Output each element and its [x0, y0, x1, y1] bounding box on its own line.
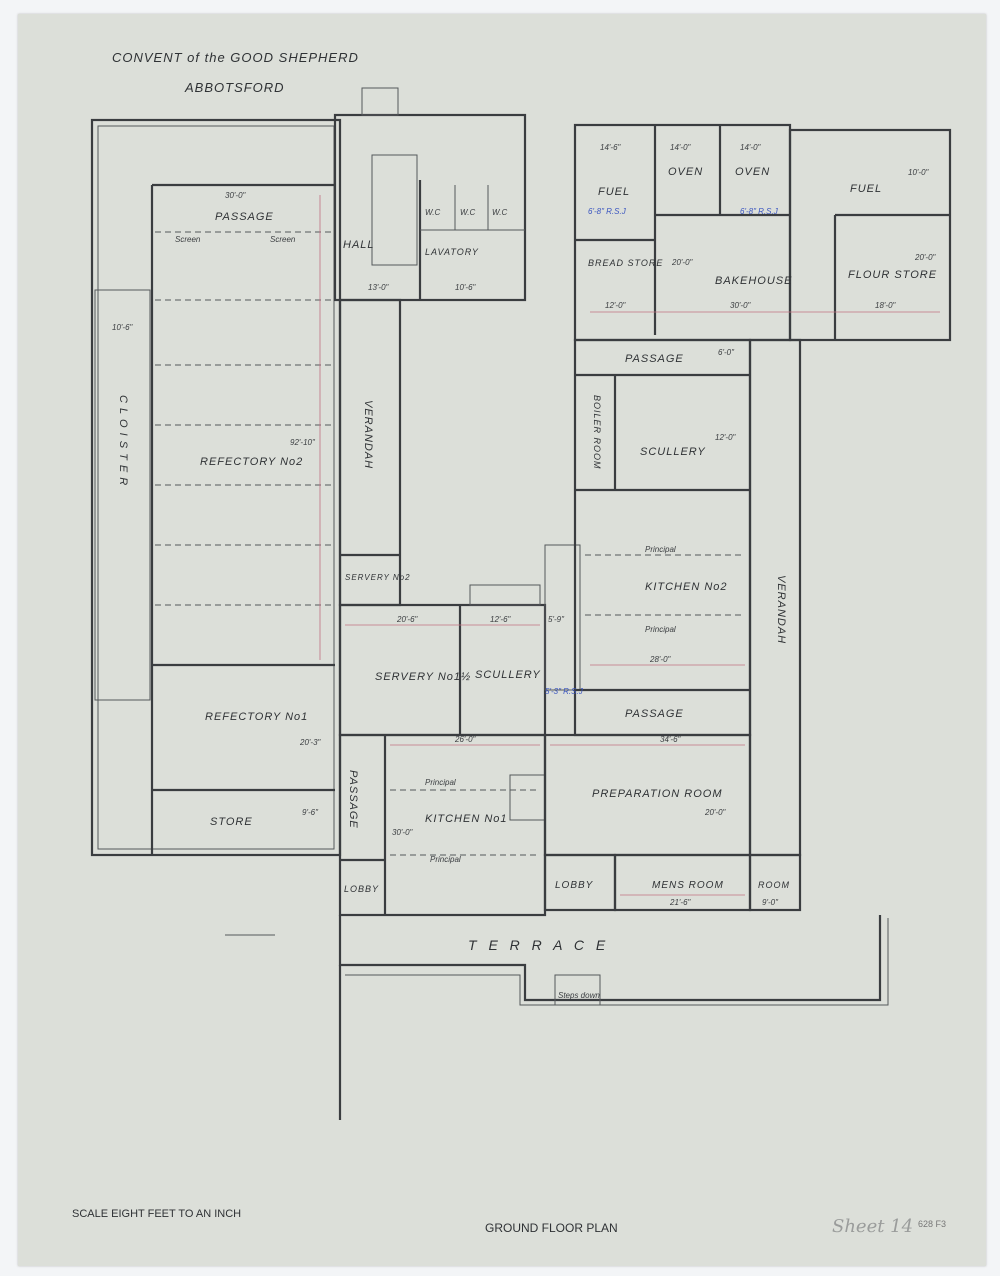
scale-note: SCALE EIGHT FEET TO AN INCH	[72, 1208, 241, 1220]
room-bread-store: BREAD STORE	[588, 258, 663, 268]
room-fuel-right: FUEL	[850, 183, 882, 195]
sheet-code: 628 F3	[918, 1219, 946, 1229]
dim-passage-right: 6'-0"	[718, 348, 735, 357]
sheet-number: Sheet 14	[832, 1216, 913, 1237]
principal-label: Principal	[645, 625, 676, 634]
dim-bread-store: 12'-0"	[605, 301, 627, 310]
right-block	[543, 123, 952, 912]
dim-fuel-right: 10'-0"	[908, 168, 930, 177]
room-hall: HALL	[343, 239, 375, 251]
room-labels: PASSAGE 30'-0" Screen Screen HALL 13'-0"…	[112, 143, 937, 1000]
dim-passage-top: 30'-0"	[225, 191, 247, 200]
central-block	[338, 298, 581, 917]
room-verandah-left: VERANDAH	[362, 400, 374, 469]
dim-scullery-mid: 12'-6"	[490, 615, 512, 624]
dim-bakehouse-h: 20'-0"	[671, 258, 694, 267]
room-room: ROOM	[758, 880, 790, 890]
room-lobby-left: LOBBY	[344, 884, 379, 894]
room-cloister: C L O I S T E R	[117, 395, 129, 486]
dim-prep-h: 20'-0"	[704, 808, 727, 817]
dim-prep-w: 34'-6"	[660, 735, 682, 744]
dim-room: 9'-0"	[762, 898, 779, 907]
room-mens: MENS ROOM	[652, 880, 724, 891]
room-servery-1: SERVERY No1½	[375, 671, 471, 683]
terrace	[225, 915, 889, 1120]
screen-label-left: Screen	[175, 235, 201, 244]
dim-fuel-left: 14'-6"	[600, 143, 622, 152]
dim-kitchen-1-h: 30'-0"	[392, 828, 414, 837]
room-wc-3: W.C	[492, 208, 507, 217]
drawing-sheet	[18, 14, 986, 1266]
dim-scullery-right: 12'-0"	[715, 433, 737, 442]
dim-oven-2: 14'-0"	[740, 143, 762, 152]
room-refectory-2: REFECTORY No2	[200, 456, 303, 468]
room-wc-1: W.C	[425, 208, 440, 217]
steps-down-label: Steps down	[558, 991, 600, 1000]
room-passage-right: PASSAGE	[625, 353, 684, 365]
dim-servery-1: 20'-6"	[396, 615, 419, 624]
principal-label: Principal	[425, 778, 456, 787]
room-refectory-1: REFECTORY No1	[205, 711, 308, 723]
plan-title: GROUND FLOOR PLAN	[485, 1221, 618, 1235]
room-bakehouse: BAKEHOUSE	[715, 275, 792, 287]
dim-store: 9'-6"	[302, 808, 319, 817]
terrace-label: T E R R A C E	[468, 937, 609, 953]
room-verandah-right: VERANDAH	[775, 575, 787, 644]
room-oven-2: OVEN	[735, 166, 770, 178]
room-wc-2: W.C	[460, 208, 475, 217]
dim-stair: 5'-9"	[548, 615, 565, 624]
dim-kitchen-2: 28'-0"	[649, 655, 672, 664]
dim-flour-store: 18'-0"	[875, 301, 897, 310]
room-fuel-left: FUEL	[598, 186, 630, 198]
room-passage-left: PASSAGE	[347, 770, 359, 829]
room-servery-2: SERVERY No2	[345, 573, 411, 582]
dim-refectory-1: 20'-3"	[299, 738, 322, 747]
room-lavatory: LAVATORY	[425, 247, 479, 257]
dim-oven-1: 14'-0"	[670, 143, 692, 152]
dim-mens-room: 21'-6"	[669, 898, 692, 907]
room-boiler: BOILER ROOM	[592, 395, 602, 470]
room-flour-store: FLOUR STORE	[848, 269, 937, 281]
title-line2: ABBOTSFORD	[184, 80, 285, 95]
dim-refectory-2: 92'-10"	[290, 438, 316, 447]
room-preparation: PREPARATION ROOM	[592, 788, 723, 800]
principal-label: Principal	[430, 855, 461, 864]
room-kitchen-1: KITCHEN No1	[425, 813, 508, 825]
hall-block	[333, 87, 527, 302]
left-wing	[90, 118, 342, 857]
dim-lavatory: 10'-6"	[455, 283, 477, 292]
room-kitchen-2: KITCHEN No2	[645, 581, 728, 593]
room-store: STORE	[210, 816, 253, 828]
room-passage-top: PASSAGE	[215, 211, 274, 223]
principal-label: Principal	[645, 545, 676, 554]
dim-bakehouse-w: 30'-0"	[730, 301, 752, 310]
dim-kitchen-1-w: 26'-0"	[454, 735, 477, 744]
room-scullery-mid: SCULLERY	[475, 669, 541, 681]
room-lobby-right: LOBBY	[555, 880, 594, 891]
title-line1: CONVENT of the GOOD SHEPHERD	[112, 50, 359, 65]
dim-hall: 13'-0"	[368, 283, 390, 292]
dim-cloister: 10'-6"	[112, 323, 134, 332]
dim-flour-store-h: 20'-0"	[914, 253, 937, 262]
room-passage-lower: PASSAGE	[625, 708, 684, 720]
screen-label-right: Screen	[270, 235, 296, 244]
blue-note-2: 6'-8" R.S.J	[740, 207, 779, 216]
room-oven-1: OVEN	[668, 166, 703, 178]
blue-note-3: 5'-3" R.S.J	[545, 687, 584, 696]
room-scullery-right: SCULLERY	[640, 446, 706, 458]
blue-note-1: 6'-8" R.S.J	[588, 207, 627, 216]
